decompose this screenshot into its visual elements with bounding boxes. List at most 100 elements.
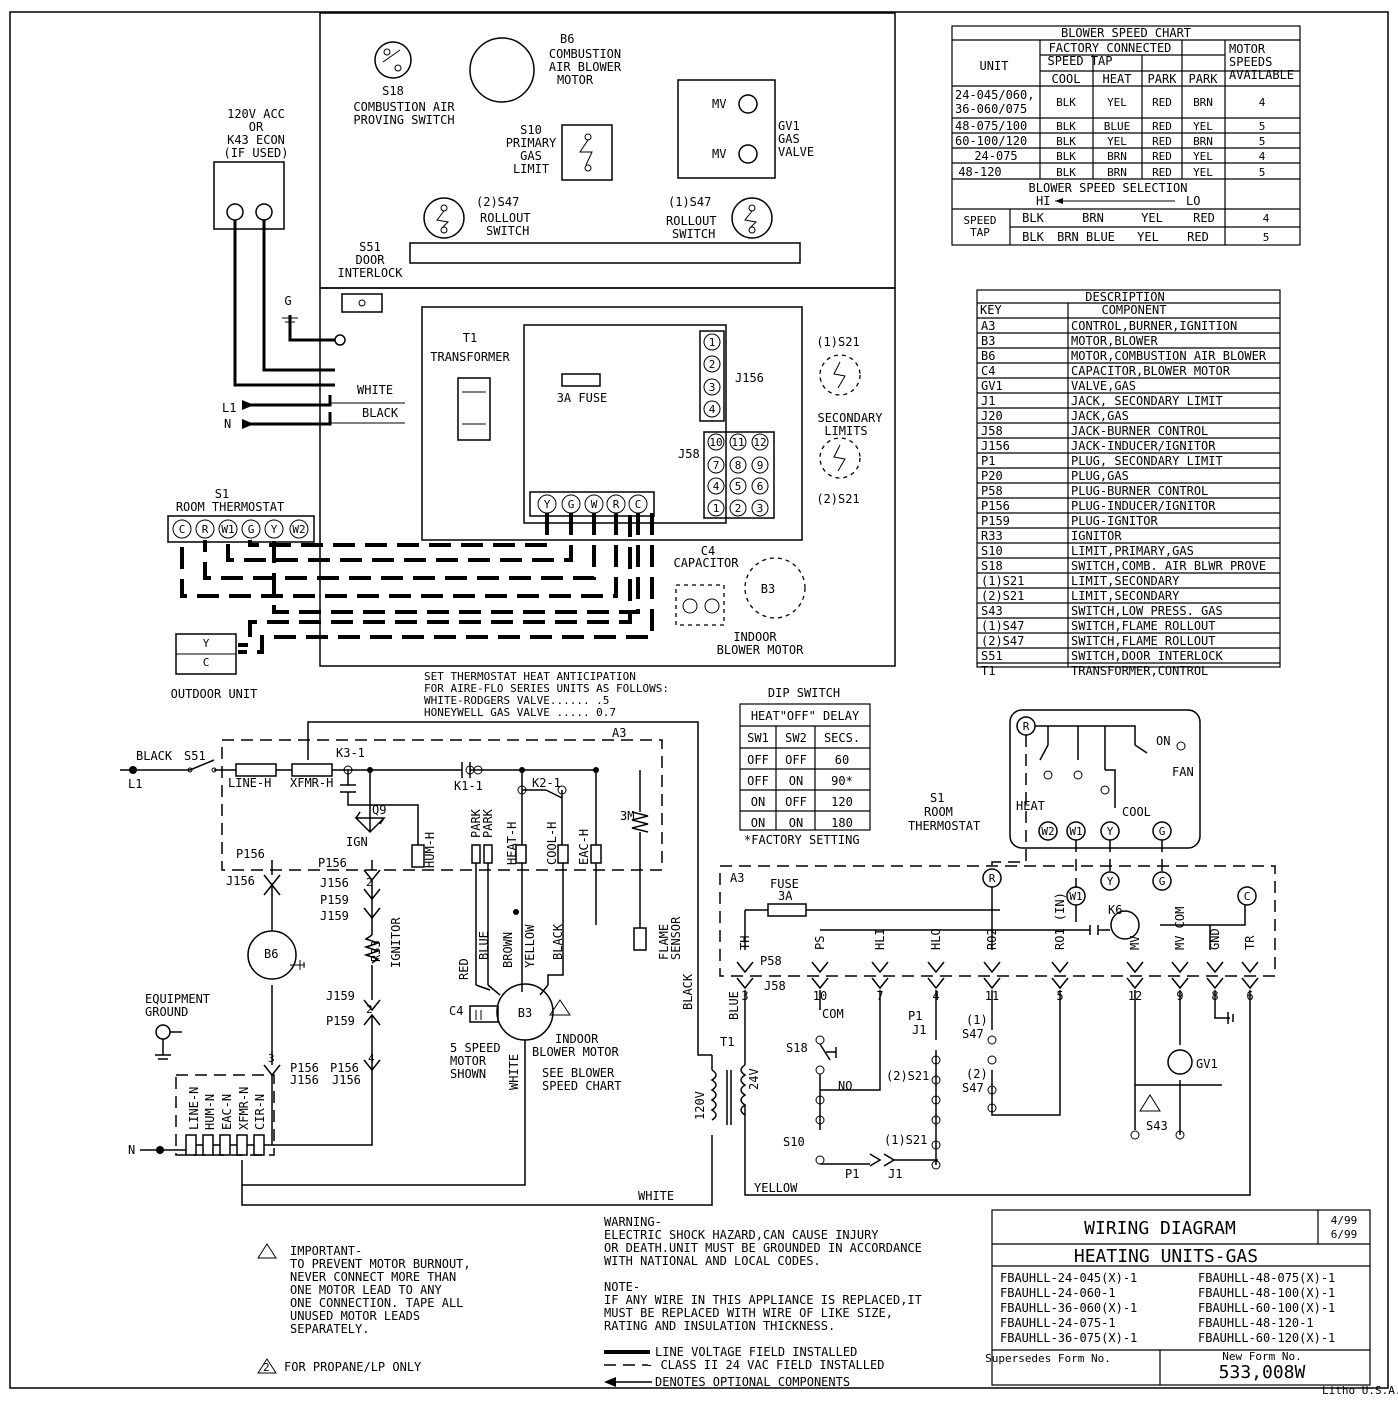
dip-cell: OFF — [785, 795, 807, 809]
row-cell: BRN — [1107, 166, 1127, 179]
model-right: FBAUHLL-48-100(X)-1 — [1198, 1286, 1335, 1300]
gv1-mv-1: MV — [712, 97, 726, 111]
fuse-3a: 3A FUSE — [557, 373, 608, 405]
desc-component: VALVE,GAS — [1071, 379, 1136, 393]
j58-pin: 4 — [713, 480, 720, 493]
s18-lower-label: S18 — [786, 1041, 808, 1055]
j1-upper: J1 — [912, 1023, 926, 1037]
s43-label: S43 — [1146, 1119, 1168, 1133]
a3-term-w: W1 — [1069, 890, 1082, 903]
k2-label: K2-1 — [532, 776, 561, 790]
speed-note-1: 5 SPEED — [450, 1041, 501, 1055]
fuse-right-1: FUSE — [770, 877, 799, 891]
tstat-term: Y — [1107, 825, 1114, 838]
pin-2: 2 — [366, 1003, 373, 1016]
fuse-label: 3A FUSE — [557, 391, 608, 405]
row-cell: BLK — [1056, 150, 1076, 163]
s51-label: S51 — [359, 240, 381, 254]
a3-term-g: G — [1159, 875, 1166, 888]
model-left: FBAUHLL-24-045(X)-1 — [1000, 1271, 1137, 1285]
diagram-subtitle: HEATING UNITS-GAS — [1074, 1246, 1258, 1267]
desc-component: JACK-BURNER CONTROL — [1071, 424, 1208, 438]
j58-connector: 10 11 12 7 8 9 4 5 6 1 2 3 J58 — [678, 431, 775, 519]
p58-pin-mark — [927, 961, 945, 990]
propane-mark: 2 — [263, 1361, 270, 1374]
s1-lower-3: THERMOSTAT — [908, 819, 980, 833]
blower-chart-col: HEAT — [1103, 72, 1132, 86]
com-label: COM — [822, 1007, 844, 1021]
dip-cell: ON — [751, 795, 765, 809]
dip-cell: OFF — [747, 753, 769, 767]
tstat-heat: HEAT — [1016, 799, 1045, 813]
dip-cell: 90* — [831, 774, 853, 788]
desc-key: P58 — [981, 484, 1003, 498]
desc-component-header: COMPONENT — [1101, 303, 1166, 317]
desc-component: CONTROL,BURNER,IGNITION — [1071, 319, 1237, 333]
p156-label-1: P156 — [236, 847, 265, 861]
s10-desc-1: PRIMARY — [506, 136, 557, 150]
j156-connector: 1 2 3 4 J156 — [699, 330, 764, 422]
j58-pin: 11 — [731, 436, 744, 449]
a3-label-right: A3 — [730, 871, 744, 885]
speed-note-3: SHOWN — [450, 1067, 486, 1081]
a3-boundary-left — [221, 739, 663, 871]
desc-key: J58 — [981, 424, 1003, 438]
important-line: UNUSED MOTOR LEADS — [290, 1309, 420, 1323]
j156-pin: 1 — [709, 336, 716, 349]
p58-pin-label: MV COM — [1173, 907, 1187, 950]
row-cell: YEL — [1193, 166, 1213, 179]
wire-yellow: YELLOW — [523, 924, 537, 968]
outdoor-term: C — [203, 656, 210, 669]
b6-desc-2: AIR BLOWER — [549, 60, 622, 74]
desc-title: DESCRIPTION — [1085, 290, 1164, 304]
desc-component: JACK, SECONDARY LIMIT — [1071, 394, 1223, 408]
p58-pin-label: MV — [1128, 936, 1142, 950]
p1-upper: P1 — [908, 1009, 922, 1023]
note-line: MUST BE REPLACED WITH WIRE OF LIKE SIZE, — [604, 1306, 893, 1320]
s51-desc-2: INTERLOCK — [337, 266, 403, 280]
speed-note-2: MOTOR — [450, 1054, 487, 1068]
s18-desc-1: COMBUSTION AIR — [353, 100, 455, 114]
desc-component: SWITCH,FLAME ROLLOUT — [1071, 634, 1216, 648]
blower-chart-row: 48-075/100 BLK BLUE RED YEL 5 — [955, 119, 1265, 133]
model-right: FBAUHLL-48-120-1 — [1198, 1316, 1314, 1330]
desc-key: R33 — [981, 529, 1003, 543]
heat-anticipation-note: SET THERMOSTAT HEAT ANTICIPATION FOR AIR… — [424, 670, 669, 719]
dip-cell: 180 — [831, 816, 853, 830]
neutral-label: CIR-N — [253, 1094, 267, 1130]
dip-col: SW1 — [747, 731, 769, 745]
litho: Litho U.S.A. — [1322, 1384, 1398, 1397]
p58-pin-label: RO2 — [985, 928, 999, 950]
white-motor-label: WHITE — [507, 1054, 521, 1090]
black-label: BLACK — [362, 406, 399, 420]
tap-cell: YEL — [1137, 230, 1159, 244]
gv1-label: GV1 — [778, 119, 800, 133]
desc-component: SWITCH,DOOR INTERLOCK — [1071, 649, 1223, 663]
j58-pin: 10 — [709, 436, 722, 449]
j156-label-4: J156 — [332, 1073, 361, 1087]
n-label: N — [224, 417, 231, 431]
desc-component: LIMIT,SECONDARY — [1071, 589, 1180, 603]
white-label: WHITE — [357, 383, 393, 397]
s1-lower-1: S1 — [930, 791, 944, 805]
pin-2: 2 — [366, 876, 373, 889]
s18-switch: S18 COMBUSTION AIR PROVING SWITCH — [353, 41, 455, 127]
fuse-right-2: 3A — [778, 889, 793, 903]
wire-red: RED — [457, 958, 471, 980]
p58-pin-label: PS — [813, 936, 827, 950]
flame-label-1: FLAME — [657, 924, 671, 960]
row-cell: 5 — [1259, 166, 1266, 179]
blower-chart-row: 24-075 BLK BRN RED YEL 4 — [974, 149, 1265, 163]
blue-label: BLUE — [727, 991, 741, 1020]
s21-2-lower: (2)S21 — [886, 1069, 929, 1083]
control-board-outline — [421, 306, 803, 541]
p58-pin-label: TR — [1243, 935, 1257, 950]
j58-pin: 6 — [757, 480, 764, 493]
important-line: ONE CONNECTION. TAPE ALL — [290, 1296, 463, 1310]
wire-brown: BROWN — [501, 932, 515, 968]
model-right: FBAUHLL-48-075(X)-1 — [1198, 1271, 1335, 1285]
p58-pin-label: HLI — [873, 928, 887, 950]
c4-capacitor-upper: C4 CAPACITOR — [673, 544, 739, 626]
gv1-lower-label: GV1 — [1196, 1057, 1218, 1071]
